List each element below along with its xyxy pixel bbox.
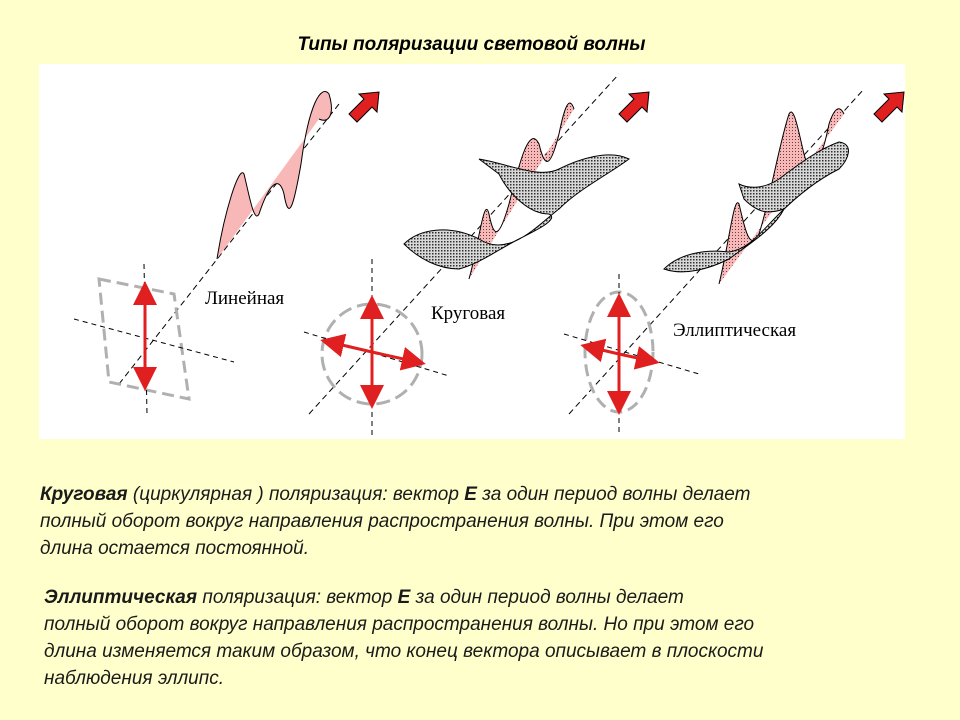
circular-text-b: за один период волны делает <box>476 484 751 505</box>
circular-line-3: длина остается постоянной. <box>40 538 309 559</box>
circular-text-a: (циркулярная ) поляризация: вектор <box>127 484 465 505</box>
elliptical-vector-right <box>618 346 660 370</box>
elliptical-line-4: наблюдения эллипс. <box>44 668 224 689</box>
elliptical-term: Эллиптическая <box>44 587 198 608</box>
linear-propagation-axis <box>118 103 340 385</box>
elliptical-line-2: полный оборот вокруг направления распрос… <box>44 614 755 635</box>
elliptical-vector-left <box>580 338 620 363</box>
circular-line-2: полный оборот вокруг направления распрос… <box>40 511 724 532</box>
linear-label: Линейная <box>205 288 284 309</box>
linear-horizontal-axis <box>73 318 235 363</box>
linear-frame <box>97 277 191 401</box>
elliptical-horizontal-axis <box>563 333 700 375</box>
elliptical-wave-horizontal <box>663 141 849 273</box>
elliptical-text-b: за один период волны делает <box>410 587 684 608</box>
circular-direction-arrow <box>618 91 650 123</box>
circular-vector-left <box>320 333 373 358</box>
polarization-diagram: Линейная Круговая <box>73 73 905 436</box>
circular-polarization-panel: Круговая <box>303 73 650 436</box>
vector-e-1: E <box>464 484 477 505</box>
vector-e-2: E <box>397 587 411 608</box>
elliptical-description: Эллиптическая поляризация: вектор E за о… <box>44 584 956 692</box>
circular-description: Круговая (циркулярная ) поляризация: век… <box>40 481 940 562</box>
elliptical-label: Эллиптическая <box>673 320 796 341</box>
linear-direction-arrow <box>348 91 380 123</box>
circular-term: Круговая <box>40 484 128 505</box>
page-title: Типы поляризации световой волны <box>297 34 646 55</box>
elliptical-line-3: длина изменяется таким образом, что коне… <box>44 641 764 662</box>
circular-vector-right <box>371 347 426 371</box>
linear-wave <box>216 91 332 260</box>
polarization-figure: Линейная Круговая <box>39 64 905 439</box>
elliptical-polarization-panel: Эллиптическая <box>563 88 905 436</box>
circular-wave-horizontal <box>403 154 630 270</box>
linear-polarization-panel: Линейная <box>73 91 380 415</box>
elliptical-direction-arrow <box>873 91 905 123</box>
elliptical-text-a: поляризация: вектор <box>197 587 398 608</box>
circular-label: Круговая <box>431 303 505 324</box>
